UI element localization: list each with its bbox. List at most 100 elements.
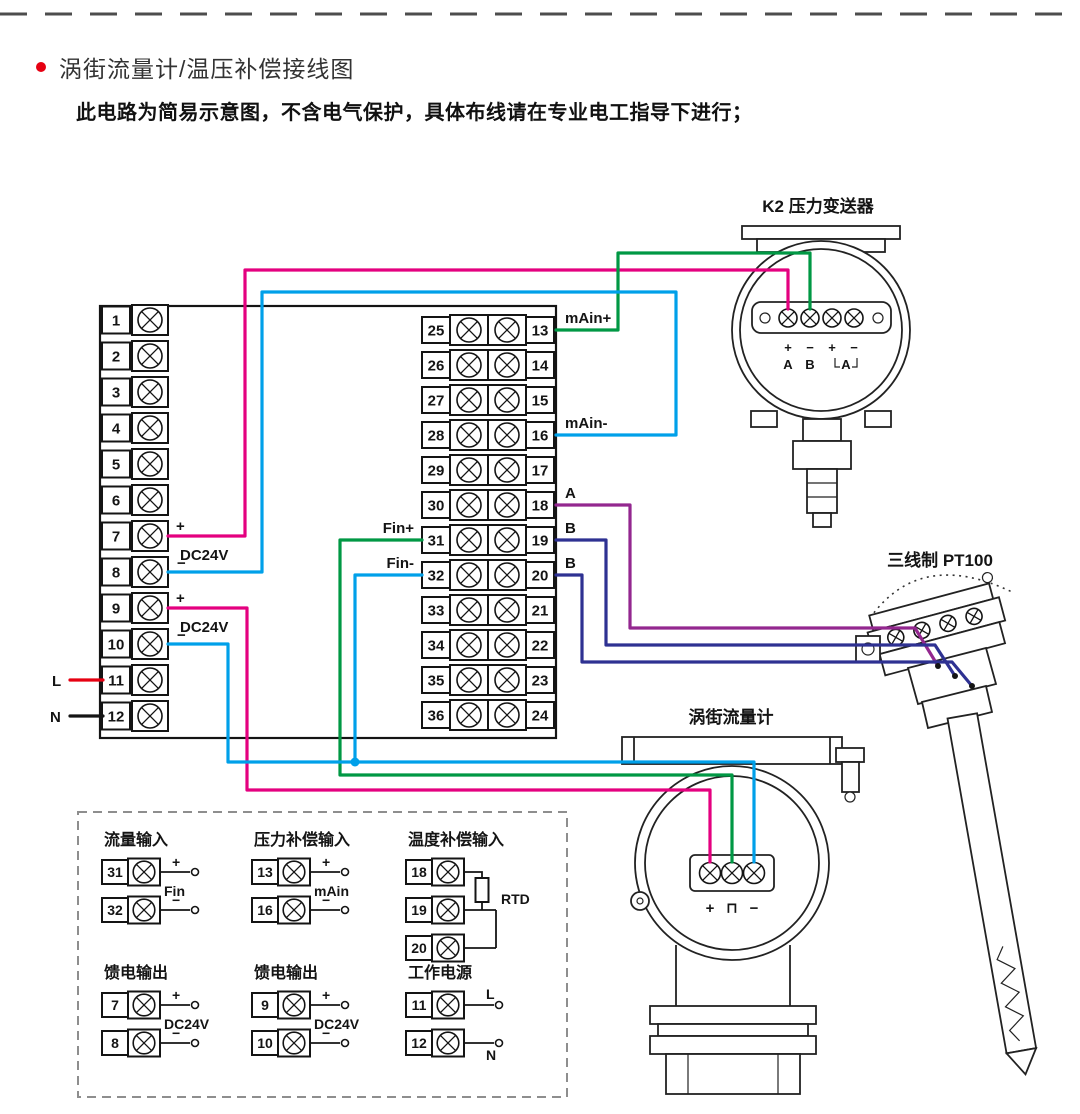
- terminal-row-2: 2: [101, 340, 169, 372]
- transmitter-ear-left: [750, 410, 778, 428]
- legend-signal-label: DC24V: [164, 1016, 210, 1032]
- terminal-number-cell: [251, 859, 279, 885]
- terminal-number: 32: [107, 902, 123, 918]
- terminal-number-cell: [101, 449, 131, 479]
- terminal-number: 29: [428, 462, 445, 479]
- legend-sign: +: [322, 854, 330, 870]
- signal-label: Fin-: [387, 555, 415, 572]
- transmitter-sign-3: +: [828, 340, 836, 355]
- wire-rtd-b2: [554, 573, 974, 688]
- vortex-flange-3: [649, 1035, 817, 1055]
- vortex-label: 涡街流量计: [689, 707, 774, 727]
- label-feed1-minus: −: [177, 555, 186, 572]
- terminal-row-5: 5: [101, 448, 169, 480]
- terminal-row-3: 3: [101, 376, 169, 408]
- terminal-number: 20: [411, 940, 427, 956]
- legend-sign: −: [322, 1025, 330, 1041]
- vortex-side-knob-center: [636, 897, 644, 905]
- terminal-number-cell: [525, 421, 555, 449]
- terminal-number: 32: [428, 567, 445, 584]
- terminal-number: 26: [428, 357, 445, 374]
- terminal-number-cell: [251, 992, 279, 1018]
- transmitter-sign-4: −: [850, 340, 858, 355]
- pt100-top-screw: [981, 571, 994, 584]
- label-feed1-dc24v: DC24V: [180, 547, 228, 564]
- terminal-row-8: 8: [101, 556, 169, 588]
- signal-label: mAin+: [565, 310, 612, 327]
- legend-group-title: 流量输入: [104, 830, 168, 849]
- terminal-number-cell: [525, 386, 555, 414]
- page-title-row: 涡街流量计/温压补偿接线图: [36, 50, 354, 84]
- label-feed2-dc24v: DC24V: [180, 619, 228, 636]
- legend-signal-label: Fin: [164, 883, 185, 899]
- terminal-number: 31: [107, 864, 123, 880]
- terminal-number: 30: [428, 497, 445, 514]
- transmitter-letter-b: B: [805, 357, 814, 372]
- terminal-number: 19: [532, 532, 549, 549]
- terminal-number-cell: [525, 456, 555, 484]
- pressure-transmitter-label: K2 压力变送器: [762, 196, 874, 216]
- connection-point-icon: [340, 867, 350, 877]
- terminal-number-cell: [101, 629, 131, 659]
- pt100-label: 三线制 PT100: [887, 550, 993, 570]
- terminal-number-cell: [421, 421, 451, 449]
- vortex-sign-plus: +: [706, 900, 715, 917]
- terminal-number-cell: [101, 521, 131, 551]
- pt100-probe: [946, 712, 1038, 1077]
- wire-feed2-minus-to-vortex: [166, 642, 756, 864]
- terminal-number-cell: [405, 897, 433, 923]
- transmitter-hex-nut: [792, 440, 852, 470]
- connection-point-icon: [494, 1000, 504, 1010]
- terminal-row-7: 7: [101, 520, 169, 552]
- transmitter-letter-a: A: [783, 357, 793, 372]
- terminal-row-12: 12: [101, 700, 169, 732]
- rtd-resistor-icon: [474, 877, 490, 903]
- terminal-row-6: 6: [101, 484, 169, 516]
- connection-point-icon: [190, 1038, 200, 1048]
- terminal-number: 22: [532, 637, 549, 654]
- terminal-number: 7: [111, 997, 119, 1013]
- transmitter-hole-right: [872, 312, 884, 324]
- terminal-number: 9: [261, 997, 269, 1013]
- terminal-number: 2: [112, 348, 120, 365]
- terminal-number: 19: [411, 902, 427, 918]
- signal-label: B: [565, 520, 576, 537]
- terminal-row-9: 9: [101, 592, 169, 624]
- wire-transmitter-to-main-plus: [554, 251, 812, 332]
- terminal-number-cell: [525, 526, 555, 554]
- legend-box: [77, 811, 568, 1098]
- connection-point-icon: [190, 905, 200, 915]
- terminal-number: 12: [411, 1035, 427, 1051]
- legend: 流量输入3132+Fin−压力补偿输入1316+mAin−温度补偿输入18192…: [101, 830, 530, 1063]
- terminal-number: 28: [428, 427, 445, 444]
- page-title: 涡街流量计/温压补偿接线图: [59, 56, 355, 82]
- terminal-number: 12: [108, 708, 125, 725]
- terminal-number: 16: [257, 902, 273, 918]
- terminal-number: 13: [257, 864, 273, 880]
- wire-rtd-a: [554, 503, 940, 668]
- terminal-number: 11: [412, 997, 427, 1013]
- pt100-terminal-dot: [935, 663, 941, 669]
- vortex-terminal-signs: + ⊓ −: [706, 900, 759, 917]
- label-feed2-plus: +: [176, 590, 185, 607]
- pt100-terminal-dot: [952, 673, 958, 679]
- wire-feed1-plus-to-transmitter: [166, 268, 790, 538]
- bullet-icon: [36, 62, 46, 72]
- legend-sign: L: [486, 986, 495, 1002]
- legend-sign: +: [172, 987, 180, 1003]
- terminal-number: 5: [112, 456, 120, 473]
- pressure-transmitter-art: K2 压力变送器 + − + − A B A: [731, 196, 911, 528]
- connection-point-icon: [340, 905, 350, 915]
- terminal-number: 10: [257, 1035, 273, 1051]
- signal-label: Fin+: [383, 520, 414, 537]
- terminal-row-4: 4: [101, 412, 169, 444]
